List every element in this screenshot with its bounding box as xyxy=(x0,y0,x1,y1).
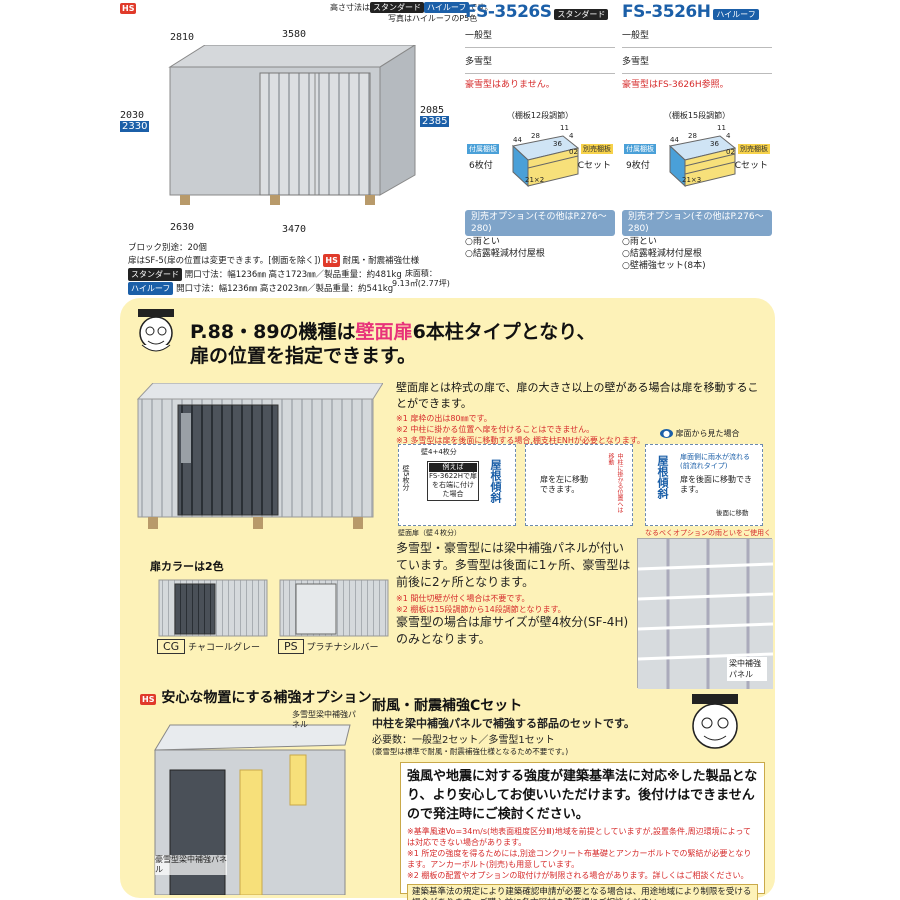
model-hi: FS-3526H ハイルーフ 一般型 多雪型 豪雪型はFS-3626H参照。 xyxy=(622,2,772,90)
diagram-2: 扉を左に移動できます。 中柱に掛かる位置へは移動 xyxy=(525,444,633,526)
heavy-label: 豪雪型梁中補強パネル xyxy=(155,855,227,875)
reinforce-title: HS 安心な物置にする補強オプション xyxy=(140,690,372,706)
color-swatch-cg xyxy=(157,576,269,638)
options-std: 別売オプション(その他はP.276～280) ○雨とい ○結露軽減材付屋根 xyxy=(465,210,615,260)
color-cg: CG チャコールグレー xyxy=(157,639,260,654)
dim-depth-bottom: 2630 xyxy=(170,222,195,233)
color-swatch-ps xyxy=(278,576,390,638)
dim-width-top: 3580 xyxy=(282,29,307,40)
dim-height-right: 2085 2385 xyxy=(420,105,450,127)
diagram-1: 壁4+4枚分 壁5枚分 例えば FS-3622Hで扉を右端に付けた場合 屋根傾斜 xyxy=(398,444,516,526)
shed-photo xyxy=(133,382,384,533)
interior-photo: 梁中補強パネル xyxy=(637,538,774,689)
model-std: FS-3526S スタンダード 一般型 多雪型 豪雪型はありません。 xyxy=(465,2,615,90)
headline: P.88・89の機種は壁面扉6本柱タイプとなり、 扉の位置を指定できます。 xyxy=(190,321,596,367)
dim-width-bottom: 3470 xyxy=(282,224,307,235)
color-ps: PS プラチナシルバー xyxy=(278,639,379,654)
product-image xyxy=(160,44,420,220)
spec-openings: スタンダード 開口寸法：幅1236㎜ 高さ1723㎜／製品重量：約481kg ハ… xyxy=(128,268,402,296)
cset-block: 耐風・耐震補強Cセット 中柱を梁中補強パネルで補強する部品のセットです。 必要数… xyxy=(372,698,635,756)
beam-text: 多雪型・豪雪型には梁中補強パネルが付いています。多雪型は後面に1ヶ所、豪雪型は前… xyxy=(396,541,631,589)
wall-door-text: 壁面扉とは枠式の扉で、扉の大きさ以上の壁がある場合は扉を移動することができます。 xyxy=(396,381,759,410)
view-label: ● 扉面から見た場合 xyxy=(660,428,740,439)
shelf-diagram-std: （棚板12段調節） 付属棚板 6枚付 別売棚板 Cセット 44 28 11 4 … xyxy=(467,111,613,188)
shelf-diagram-hi: （棚板15段調節） 付属棚板 9枚付 別売棚板 Cセット 44 28 11 4 … xyxy=(624,111,770,188)
floor-area: 床面積： 9.13㎡(2.77坪) xyxy=(392,269,450,288)
notes-1: ※1 扉枠の出は80㎜です。 ※2 中柱に掛かる位置へ扉を付けることはできません… xyxy=(396,414,645,445)
hs-badge: HS xyxy=(120,3,137,14)
spec-block: ブロック別途：20個 扉はSF-5(扉の位置は変更できます。[側面を除く]) H… xyxy=(128,243,420,267)
heavy-text: 豪雪型の場合は扉サイズが壁4枚分(SF-4H)のみとなります。 xyxy=(396,615,629,646)
diagram-3: 屋根傾斜 扉面側に雨水が流れる(前流れタイプ) 扉を後面に移動できます。 後面に… xyxy=(645,444,763,526)
color-title: 扉カラーは2色 xyxy=(150,560,224,573)
mascot-right-icon xyxy=(680,690,750,760)
strength-box: 強風や地震に対する強度が建築基準法に対応※した製品となり、より安心してお使いいた… xyxy=(400,762,765,900)
notes-2: ※1 間仕切壁が付く場合は不要です。 ※2 棚板は15段調節から14段調節となり… xyxy=(396,594,566,614)
options-hi: 別売オプション(その他はP.276～280) ○雨とい ○結露軽減材付屋根 ○壁… xyxy=(622,210,772,272)
height-note: 高さ寸法はスタンダードハイルーフです。 xyxy=(330,2,493,13)
snow-label: 多雪型梁中補強パネル xyxy=(292,710,356,729)
mascot-icon xyxy=(132,305,180,357)
diagram-1-bottom: 壁面扉（壁４枚分） xyxy=(398,529,461,537)
dim-height-left: 2030 2330 xyxy=(120,110,150,132)
dim-depth-top: 2810 xyxy=(170,32,195,43)
photo-note: 写真はハイルーフのP5色 xyxy=(388,14,478,23)
